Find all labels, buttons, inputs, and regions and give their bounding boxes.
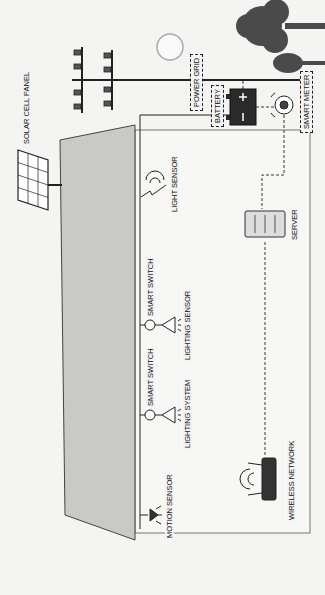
component-label: WIRELESS NETWORK [287, 440, 296, 521]
component-label: MOTION SENSOR [165, 473, 174, 539]
roof [60, 125, 135, 540]
ceiling-wire [140, 115, 141, 529]
panel-grid [18, 153, 48, 206]
server-icon [245, 211, 285, 237]
light-sensor-icon [141, 171, 166, 197]
box-text: POWER GRID [192, 58, 201, 107]
label-box: POWER GRID [190, 54, 203, 111]
power-pole [72, 47, 312, 113]
component-label: SMART SWITCH [146, 347, 155, 407]
dashed-links [243, 80, 284, 455]
switch-lamp-icons [140, 317, 181, 423]
label-box: SMART METER [300, 71, 313, 133]
trees [236, 0, 325, 73]
component-label: LIGHTING SENSOR [183, 290, 192, 361]
label-box: BATTERY [211, 85, 224, 127]
panel-mast [48, 184, 62, 186]
battery-icon [226, 89, 256, 125]
box-text: SMART METER [302, 75, 311, 129]
house-wall [135, 130, 310, 533]
router-icon [240, 458, 276, 500]
sun [157, 34, 183, 60]
component-label: LIGHT SENSOR [170, 155, 179, 213]
component-label: LIGHTING SYSTEM [183, 379, 192, 449]
component-label: SOLAR CELL PANEL [22, 71, 31, 145]
component-label: SMART SWITCH [146, 257, 155, 317]
solar-panel [18, 150, 48, 210]
box-text: BATTERY [213, 89, 222, 123]
smart-meter-icon [271, 93, 293, 117]
component-label: SERVER [290, 208, 299, 241]
motion-sensor-icon [140, 506, 162, 524]
